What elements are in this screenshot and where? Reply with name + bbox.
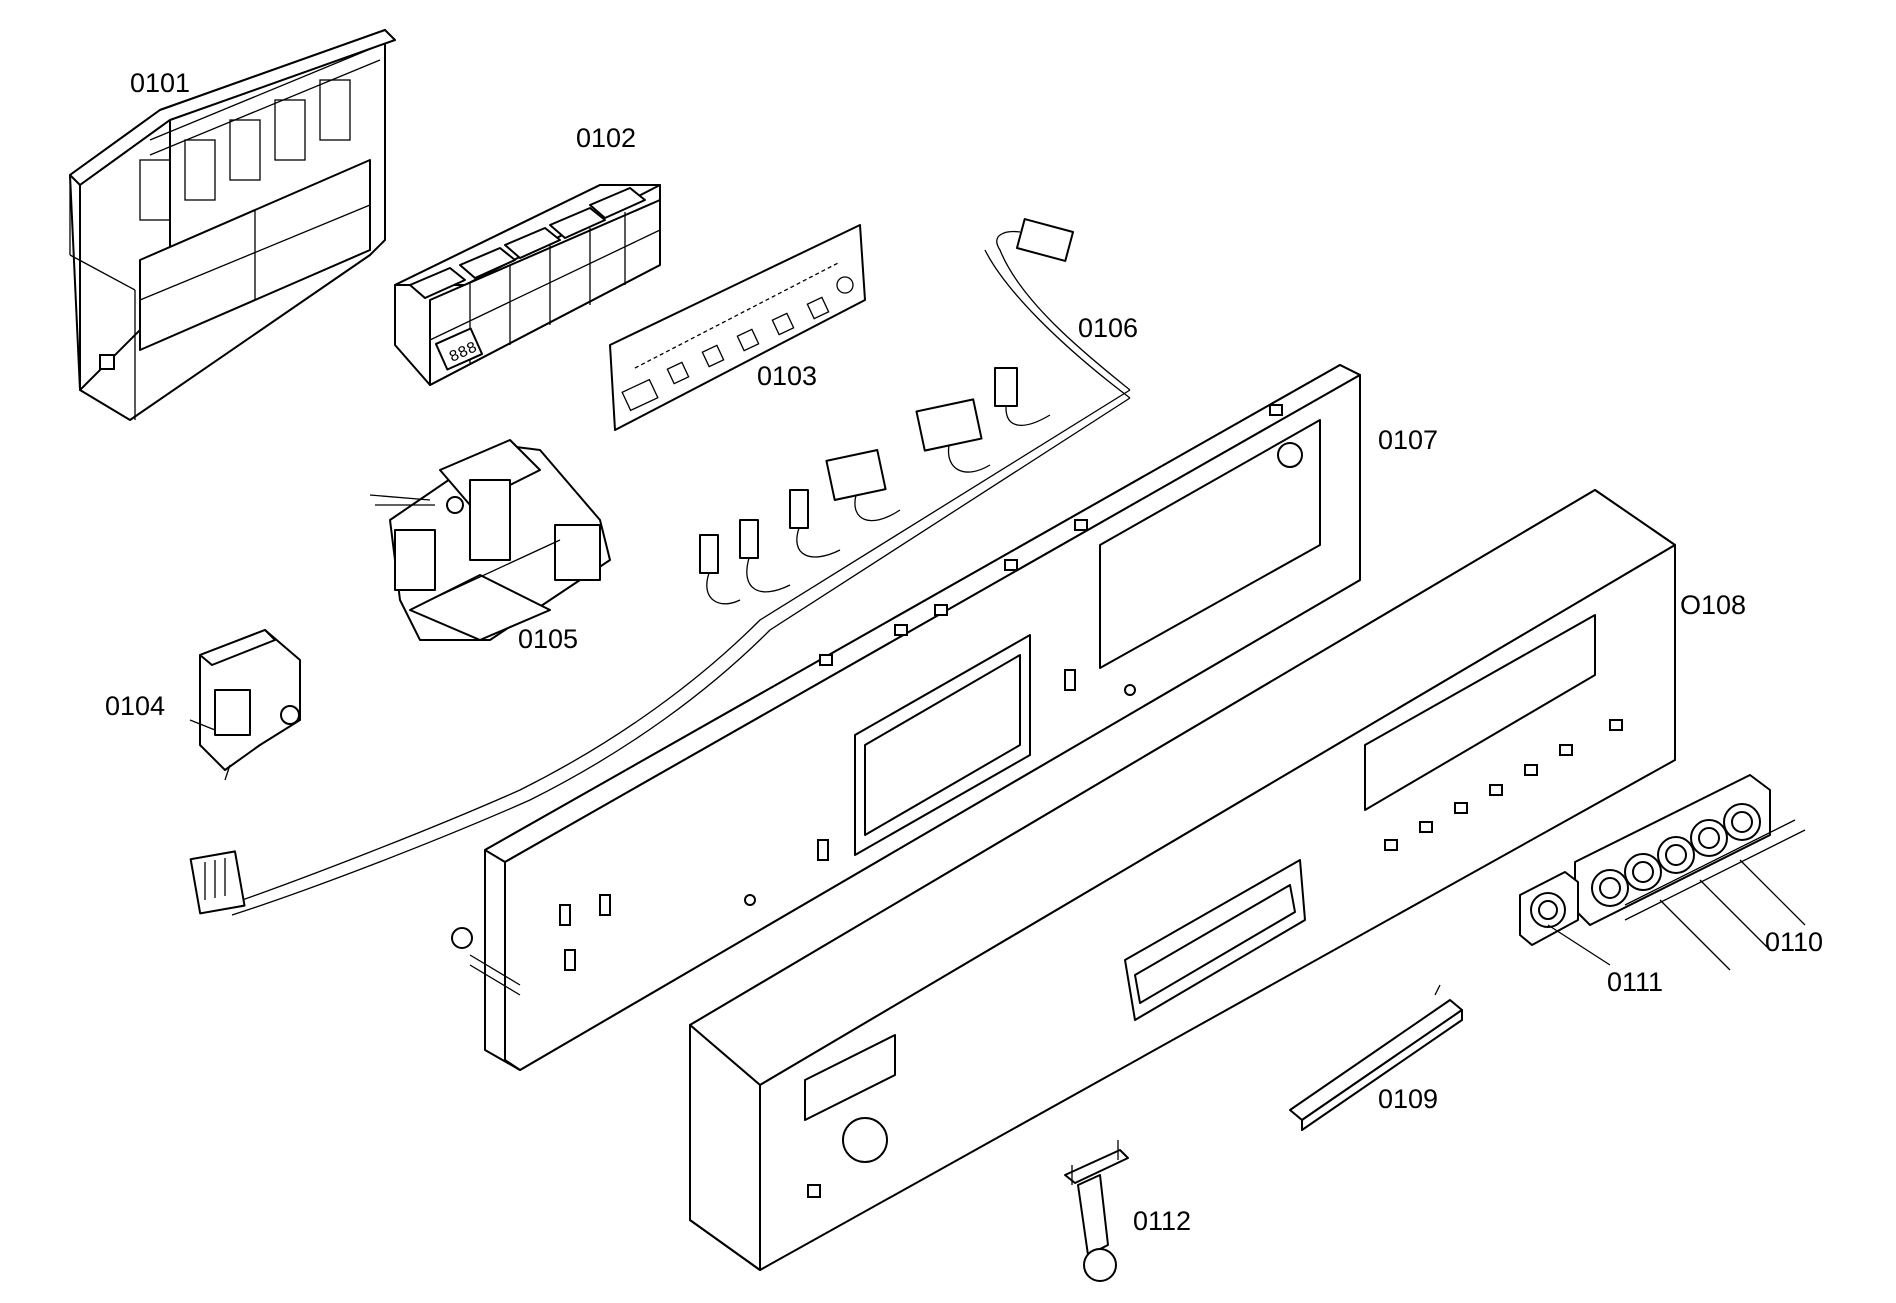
part-label-0108: O108: [1680, 590, 1746, 620]
part-0111-single-button[interactable]: [1519, 871, 1611, 966]
part-0107-inner-frame[interactable]: [451, 364, 1361, 1071]
part-0103-label-strip[interactable]: [609, 224, 866, 431]
part-0108-fascia-panel[interactable]: [689, 489, 1676, 1271]
part-label-0102: 0102: [576, 123, 636, 153]
part-label-0110: 0110: [1765, 927, 1823, 957]
part-0112-latch[interactable]: [1064, 1140, 1129, 1282]
part-label-0105: 0105: [518, 624, 578, 654]
part-0105-relay-assembly[interactable]: [369, 439, 611, 641]
part-label-0107: 0107: [1378, 425, 1438, 455]
part-label-0103: 0103: [757, 361, 817, 391]
part-label-0112: 0112: [1133, 1206, 1191, 1236]
part-0109-handle-strip[interactable]: [1289, 984, 1463, 1131]
part-label-0109: 0109: [1378, 1084, 1438, 1114]
part-label-0101: 0101: [130, 68, 190, 98]
part-label-0104: 0104: [105, 691, 165, 721]
part-0104-switch[interactable]: [189, 629, 301, 781]
part-0102-display-block[interactable]: 888: [394, 184, 661, 386]
part-label-0106: 0106: [1078, 313, 1138, 343]
part-0101-control-module[interactable]: [69, 29, 396, 421]
part-0106-wiring-harness[interactable]: [189, 218, 1131, 916]
part-label-0111: 0111: [1607, 967, 1663, 997]
